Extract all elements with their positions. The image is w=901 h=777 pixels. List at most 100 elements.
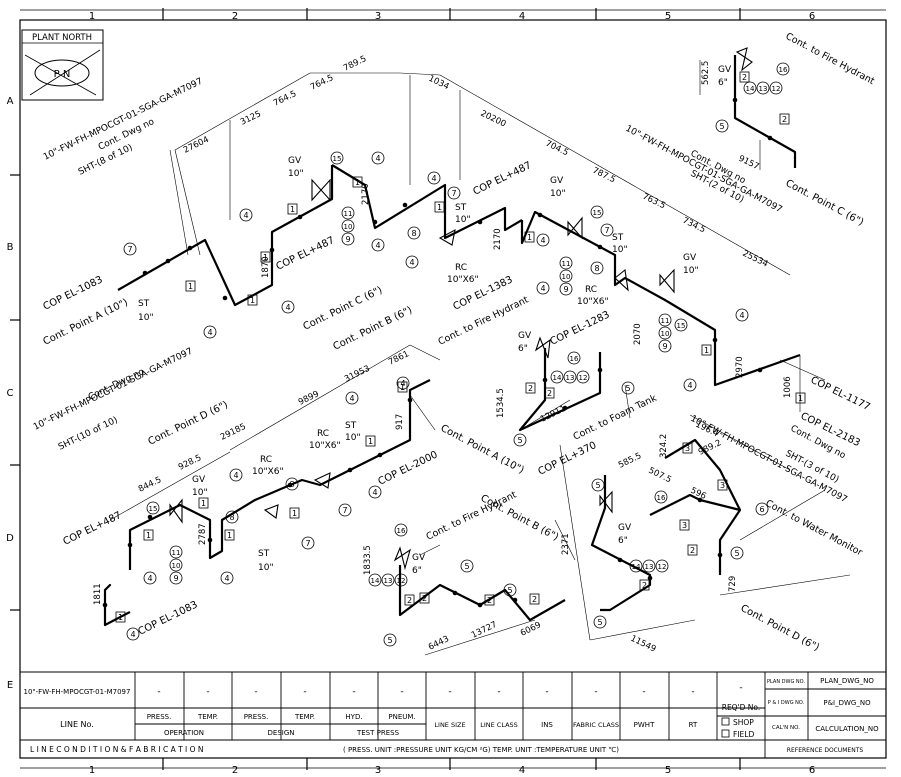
size-label: 10" <box>192 488 208 498</box>
balloon: 11 <box>559 256 573 270</box>
svg-text:4: 4 <box>243 211 248 220</box>
cont-point-label: Cont. Point D (6") <box>146 399 229 447</box>
svg-text:3: 3 <box>720 481 725 490</box>
svg-text:5: 5 <box>734 549 739 558</box>
svg-text:1: 1 <box>227 531 232 540</box>
svg-text:13: 13 <box>384 577 393 585</box>
size-label: 10" <box>683 266 699 276</box>
svg-text:14: 14 <box>553 374 562 382</box>
balloon: 4 <box>396 376 410 390</box>
svg-text:10: 10 <box>562 273 571 281</box>
dim-text: 3125 <box>239 109 263 127</box>
plan-dwg-label: PLAN DWG NO. <box>767 679 805 685</box>
segment-tag: 1 <box>397 381 408 393</box>
shop-label: SHOP <box>733 718 754 727</box>
balloon: 12 <box>769 81 783 95</box>
svg-text:5: 5 <box>387 636 392 645</box>
dimension-texts: 27604 3125 764.5 764.5 789.5 1034 20200 … <box>93 54 793 655</box>
grid-col-6-bottom: 6 <box>809 765 815 776</box>
grid-col-3: 3 <box>375 11 381 22</box>
svg-text:1: 1 <box>798 394 803 403</box>
col-hyd: HYD. <box>345 713 362 721</box>
gate-valve-icon <box>169 498 183 524</box>
weld-dots <box>102 97 773 608</box>
dim-text: 6443 <box>427 634 451 652</box>
svg-text:2: 2 <box>407 596 412 605</box>
footer-line-condition: L I N E C O N D I T I O N & F A B R I C … <box>30 745 204 754</box>
svg-text:14: 14 <box>371 577 380 585</box>
balloon: 10 <box>169 558 183 572</box>
svg-text:10: 10 <box>661 330 670 338</box>
dim-text: 789.5 <box>342 54 368 74</box>
segment-tag: 1 <box>143 529 154 541</box>
svg-text:1: 1 <box>146 531 151 540</box>
balloon: 5 <box>503 583 517 597</box>
svg-text:8: 8 <box>594 264 599 273</box>
balloon: 15 <box>330 151 344 165</box>
drawing-labels: Cont. Dwg no 10"-FW-FH-MPOCGT-01-SGA-GA-… <box>32 31 877 654</box>
svg-text:1: 1 <box>400 383 405 392</box>
col-temp-op: TEMP. <box>197 713 218 721</box>
grid-row-a: A <box>7 96 14 107</box>
gate-valve-icon <box>567 216 583 240</box>
pid-dwg-value: P&I_DWG_NO <box>823 699 871 707</box>
svg-text:5: 5 <box>719 122 724 131</box>
svg-text:4: 4 <box>409 258 414 267</box>
segment-tag: 1 <box>701 344 712 356</box>
balloon: 12 <box>576 370 590 384</box>
segment-tag: 1 <box>524 231 535 243</box>
balloon: 16 <box>394 523 408 537</box>
strainer-label: ST <box>345 421 357 431</box>
balloon: 8 <box>407 226 421 240</box>
balloon: 4 <box>427 171 441 185</box>
table-dash: - <box>497 687 500 697</box>
segment-tag: 3 <box>679 519 690 531</box>
balloon: 12 <box>394 573 408 587</box>
size-label: 10" <box>612 245 628 255</box>
svg-text:4: 4 <box>739 311 744 320</box>
size-label: 10"X6" <box>309 441 341 451</box>
balloon: 4 <box>536 233 550 247</box>
svg-text:4: 4 <box>233 471 238 480</box>
col-ins: INS <box>541 721 553 729</box>
svg-text:12: 12 <box>579 374 588 382</box>
balloon: 4 <box>143 571 157 585</box>
table-dash: - <box>352 687 355 697</box>
dim-text: 989.2 <box>697 438 723 458</box>
balloon: 4 <box>345 391 359 405</box>
svg-text:15: 15 <box>333 155 342 163</box>
balloon: 4 <box>735 308 749 322</box>
balloon: 4 <box>229 468 243 482</box>
balloon: 5 <box>460 559 474 573</box>
dim-text: 13727 <box>470 620 499 641</box>
svg-text:7: 7 <box>451 189 456 198</box>
balloon: 13 <box>563 370 577 384</box>
svg-text:16: 16 <box>779 66 788 74</box>
dim-text: 324.2 <box>659 434 669 458</box>
svg-text:1: 1 <box>263 253 268 262</box>
svg-text:1: 1 <box>355 178 360 187</box>
svg-text:2: 2 <box>547 389 552 398</box>
svg-text:9: 9 <box>173 574 178 583</box>
col-rt: RT <box>689 721 698 729</box>
shop-checkbox[interactable] <box>721 717 730 726</box>
reducer-label: RC <box>260 455 272 465</box>
balloon: 7 <box>301 536 315 550</box>
gate-valve-icon <box>311 178 331 202</box>
balloon: 9 <box>341 232 355 246</box>
table-dash: - <box>400 687 403 697</box>
dimension-lines <box>109 60 851 656</box>
dim-text: 2970 <box>735 356 745 378</box>
field-checkbox[interactable] <box>721 729 730 738</box>
gv-label: GV <box>288 156 302 166</box>
cop-el-label: COP EL+487 <box>61 510 123 548</box>
dim-text: 29185 <box>219 422 248 443</box>
svg-text:4: 4 <box>285 303 290 312</box>
balloon: 13 <box>756 81 770 95</box>
svg-text:3: 3 <box>685 444 690 453</box>
svg-text:4: 4 <box>375 154 380 163</box>
svg-text:2: 2 <box>742 73 747 82</box>
balloon: 4 <box>405 255 419 269</box>
svg-text:11: 11 <box>661 317 670 325</box>
svg-text:1: 1 <box>704 346 709 355</box>
